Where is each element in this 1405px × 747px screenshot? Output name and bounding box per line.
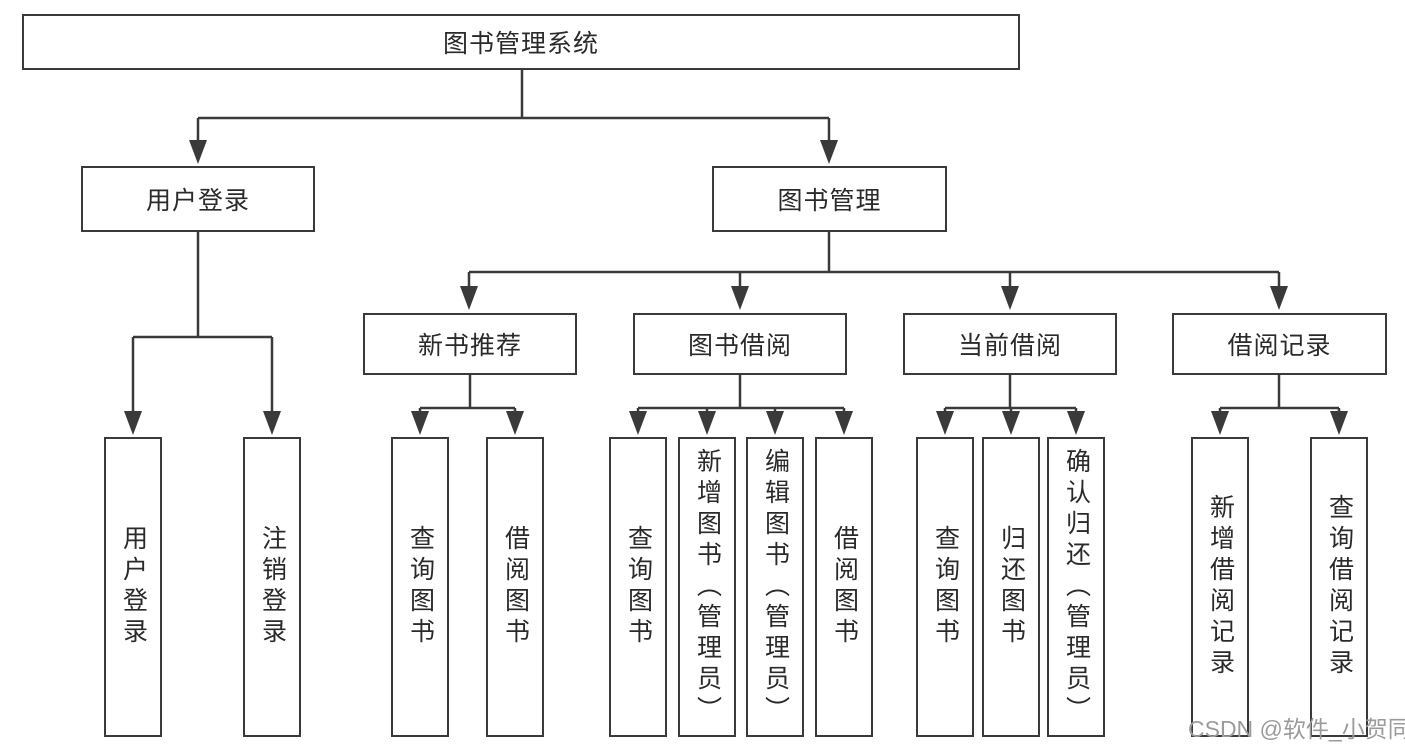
leaf-query-books-1: 查询图书	[391, 437, 449, 737]
node-label: 查询图书	[406, 525, 435, 649]
node-label: 编辑图书（管理员）	[761, 447, 790, 727]
arrowhead-icon	[411, 411, 429, 435]
node-label: 新增借阅记录	[1206, 494, 1235, 680]
arrowhead-icon	[1001, 286, 1019, 310]
arrowhead-icon	[731, 286, 749, 310]
node-label: 借阅记录	[1227, 332, 1332, 360]
arrowhead-icon	[1270, 286, 1288, 310]
node-label: 查询借阅记录	[1325, 494, 1354, 680]
arrowhead-icon	[629, 411, 647, 435]
node-label: 图书管理	[777, 187, 882, 215]
leaf-return-books: 归还图书	[982, 437, 1040, 737]
arrowhead-icon	[1002, 411, 1020, 435]
leaf-user-login: 用户登录	[104, 437, 162, 737]
node-label: 新书推荐	[417, 332, 522, 360]
leaf-query-borrow-record: 查询借阅记录	[1310, 437, 1368, 737]
arrowhead-icon	[820, 140, 838, 164]
node-label: 新增图书（管理员）	[693, 447, 722, 727]
connector-book-borrow-group	[629, 375, 853, 435]
node-label: 查询图书	[931, 525, 960, 649]
arrowhead-icon	[506, 411, 524, 435]
leaf-query-books-3: 查询图书	[916, 437, 974, 737]
arrowhead-icon	[189, 140, 207, 164]
arrowhead-icon	[263, 411, 281, 435]
arrowhead-icon	[835, 411, 853, 435]
arrowhead-icon	[936, 411, 954, 435]
connector-root-to-level2	[189, 70, 838, 164]
connector-current-borrow-group	[936, 375, 1085, 435]
node-label: 注销登录	[258, 525, 287, 649]
leaf-query-books-2: 查询图书	[609, 437, 667, 737]
node-label: 用户登录	[145, 187, 250, 215]
arrowhead-icon	[1067, 411, 1085, 435]
node-label: 当前借阅	[957, 332, 1062, 360]
leaf-borrow-books-2: 借阅图书	[815, 437, 873, 737]
connector-new-book-group	[411, 375, 524, 435]
connector-book-mgmt-to-level3	[460, 232, 1288, 310]
connector-borrow-record-group	[1211, 375, 1348, 435]
node-book-management: 图书管理	[712, 166, 947, 232]
node-label: 归还图书	[997, 525, 1026, 649]
node-user-login: 用户登录	[81, 166, 315, 232]
node-book-borrow: 图书借阅	[633, 313, 847, 375]
leaf-logout: 注销登录	[243, 437, 301, 737]
node-label: 查询图书	[624, 525, 653, 649]
watermark: CSDN @软件_小贺同学	[1188, 716, 1405, 742]
arrowhead-icon	[1211, 411, 1229, 435]
connector-user-login-group	[124, 232, 281, 435]
arrowhead-icon	[1330, 411, 1348, 435]
arrowhead-icon	[698, 411, 716, 435]
node-label: 借阅图书	[830, 525, 859, 649]
node-root-system: 图书管理系统	[22, 14, 1020, 70]
node-current-borrow: 当前借阅	[903, 313, 1117, 375]
leaf-add-books-admin: 新增图书（管理员）	[678, 437, 736, 737]
leaf-add-borrow-record: 新增借阅记录	[1191, 437, 1249, 737]
node-borrow-record: 借阅记录	[1172, 313, 1387, 375]
node-label: 用户登录	[119, 525, 148, 649]
arrowhead-icon	[124, 411, 142, 435]
node-label: 确认归还（管理员）	[1062, 447, 1091, 727]
node-new-book-recommend: 新书推荐	[363, 313, 577, 375]
node-label: 图书管理系统	[442, 30, 599, 58]
node-label: 图书借阅	[687, 332, 792, 360]
leaf-borrow-books-1: 借阅图书	[486, 437, 544, 737]
arrowhead-icon	[460, 286, 478, 310]
leaf-edit-books-admin: 编辑图书（管理员）	[746, 437, 804, 737]
leaf-confirm-return-admin: 确认归还（管理员）	[1047, 437, 1105, 737]
node-label: 借阅图书	[501, 525, 530, 649]
arrowhead-icon	[766, 411, 784, 435]
